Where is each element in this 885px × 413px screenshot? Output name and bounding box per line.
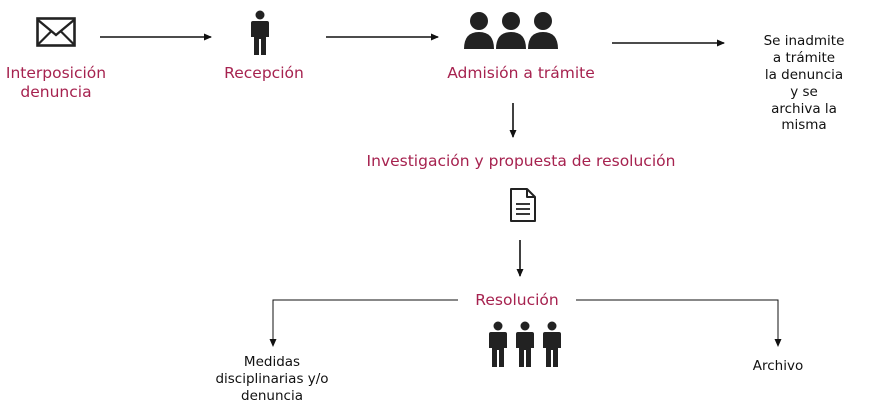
- node-medidas-text: Medidas disciplinarias y/o denuncia: [215, 354, 328, 405]
- node-inadmision-text: Se inadmite a trámite la denuncia y se a…: [764, 33, 845, 134]
- three-people-icon: [488, 321, 562, 372]
- arrow-resolucion-to-medidas: [269, 299, 458, 347]
- node-medidas-line3: denuncia: [241, 387, 303, 404]
- node-admision-label: Admisión a trámite: [447, 64, 595, 82]
- node-resolucion-label: Resolución: [475, 291, 559, 309]
- node-inadmision-line1: Se inadmite a trámite: [763, 33, 845, 66]
- document-icon: [509, 187, 537, 227]
- node-interposicion-line1: Interposición: [5, 64, 107, 82]
- node-medidas-line2: disciplinarias y/o: [215, 370, 329, 387]
- arrow-resolucion-to-archivo: [576, 299, 782, 347]
- node-inadmision-line3: archiva la misma: [771, 100, 837, 134]
- node-medidas-line1: Medidas: [243, 354, 301, 370]
- group-icon: [464, 11, 558, 53]
- node-inadmision-line2: la denuncia y se: [764, 66, 844, 100]
- node-interposicion-label: Interposición denuncia: [6, 64, 106, 101]
- envelope-icon: [36, 17, 76, 51]
- node-recepcion-label: Recepción: [224, 64, 304, 82]
- person-icon: [250, 10, 270, 60]
- node-archivo-text: Archivo: [752, 358, 804, 374]
- node-interposicion-line2: denuncia: [20, 82, 92, 101]
- node-investigacion-label: Investigación y propuesta de resolución: [366, 152, 676, 170]
